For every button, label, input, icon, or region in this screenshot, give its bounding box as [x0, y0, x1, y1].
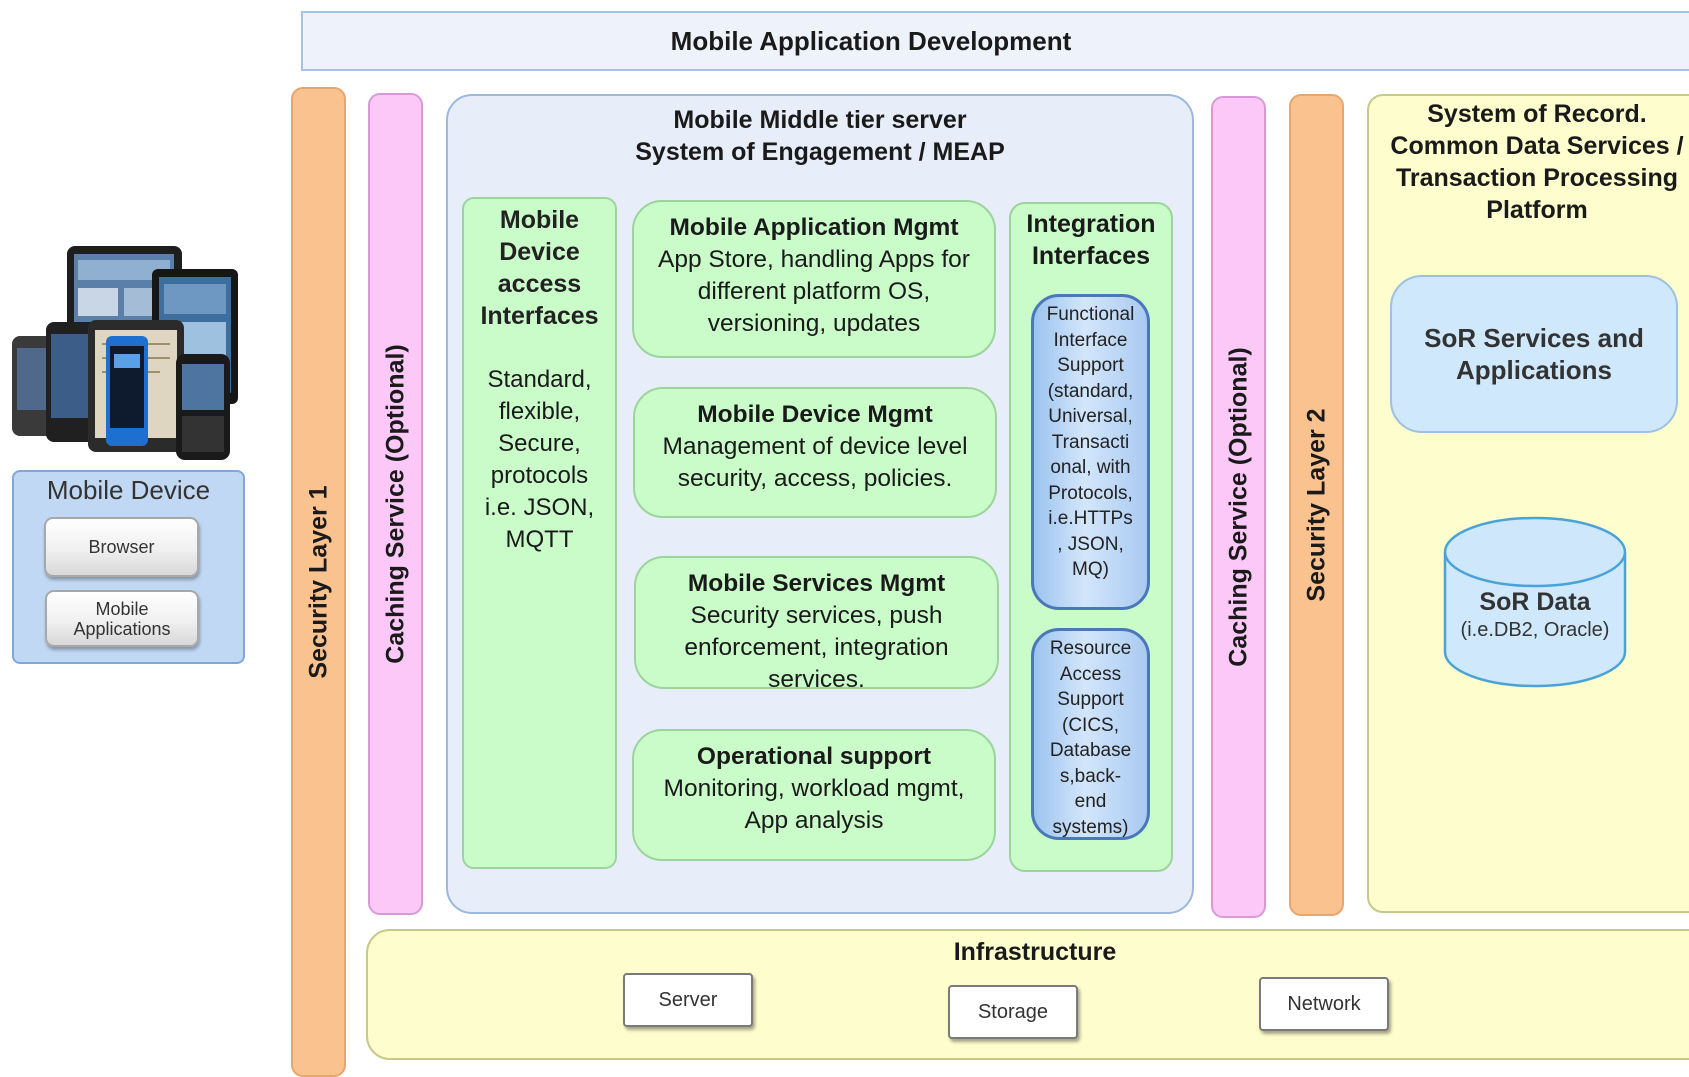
sor-services-and-applications: SoR Services and Applications — [1390, 275, 1678, 433]
pill-line: Interface — [1053, 329, 1128, 351]
mgmt-line: App Store, handling Apps for — [658, 246, 970, 273]
access-body-line: protocols — [490, 462, 589, 489]
pill-line: Resource — [1049, 638, 1132, 659]
storage-box: Storage — [948, 985, 1078, 1039]
caching-service-right-label: Caching Service (Optional) — [1224, 347, 1252, 667]
banner-title: Mobile Application Development — [670, 25, 1072, 56]
sor-title-line: Transaction Processing — [1395, 164, 1679, 192]
caching-service-left-label: Caching Service (Optional) — [381, 344, 409, 664]
security-layer-2-label: Security Layer 2 — [1302, 408, 1330, 602]
caching-service-left: Caching Service (Optional) — [368, 93, 423, 915]
system-of-record — [1367, 94, 1689, 913]
functional-interface-support: Functional Interface Support (standard, … — [1031, 294, 1150, 610]
integration-title-line: Interfaces — [1031, 242, 1151, 270]
access-title-line: Mobile — [499, 206, 580, 234]
mobile-applications-box: Mobile Applications — [45, 590, 199, 647]
browser-box: Browser — [44, 517, 199, 577]
operational-support: Operational support Monitoring, workload… — [632, 729, 996, 861]
pill-line: Access — [1059, 663, 1122, 685]
middle-tier-title-line2: System of Engagement / MEAP — [635, 138, 1005, 166]
pill-line: (standard, — [1047, 380, 1134, 402]
security-layer-1-label: Security Layer 1 — [304, 485, 332, 679]
apps-line: Mobile — [95, 598, 149, 619]
mgmt-line: versioning, updates — [707, 310, 921, 337]
pill-line: onal, with — [1050, 457, 1131, 478]
mobile-device-title: Mobile Device — [46, 475, 211, 505]
mgmt-line: services. — [768, 666, 865, 693]
mobile-device-mgmt: Mobile Device Mgmt Management of device … — [633, 387, 997, 518]
sor-data-sub: (i.e.DB2, Oracle) — [1460, 619, 1610, 641]
access-body-line: Standard, — [487, 366, 592, 393]
mgmt-title: Mobile Application Mgmt — [669, 214, 959, 241]
infrastructure-title: Infrastructure — [953, 938, 1117, 966]
pill-line: systems) — [1052, 816, 1129, 838]
access-interfaces-body: Standard, flexible, Secure, protocols i.… — [462, 364, 617, 556]
banner: Mobile Application Development — [301, 11, 1689, 71]
pill-line: Protocols, — [1048, 482, 1133, 504]
mgmt-line: security, access, policies. — [677, 465, 953, 492]
access-body-line: Secure, — [498, 430, 581, 457]
pill-line: MQ) — [1072, 559, 1109, 580]
database-cylinder-icon — [1443, 516, 1627, 688]
pill-line: Support — [1057, 689, 1124, 710]
sor-data: SoR Data (i.e.DB2, Oracle) — [1440, 588, 1630, 642]
middle-tier-title-line1: Mobile Middle tier server — [673, 106, 967, 134]
mobile-application-mgmt: Mobile Application Mgmt App Store, handl… — [632, 200, 996, 358]
device-access-interfaces — [462, 197, 617, 869]
sor-services-line: Applications — [1455, 355, 1612, 385]
integration-title-line: Integration — [1026, 210, 1156, 238]
mgmt-title: Mobile Device Mgmt — [697, 401, 933, 428]
access-title-line: access — [497, 270, 582, 298]
access-body-line: MQTT — [505, 526, 574, 553]
system-of-record-title: System of Record. Common Data Services /… — [1367, 98, 1689, 226]
resource-access-support: Resource Access Support (CICS, Database … — [1031, 628, 1150, 840]
access-title-line: Interfaces — [480, 302, 599, 330]
sor-services-line: SoR Services and — [1424, 323, 1644, 353]
pill-line: s,back- — [1059, 765, 1122, 787]
pill-line: Support — [1057, 355, 1124, 376]
pill-line: , JSON, — [1057, 533, 1124, 555]
sor-title-line: Common Data Services / — [1390, 132, 1684, 160]
mgmt-line: Security services, push — [690, 602, 943, 629]
pill-line: (CICS, — [1062, 714, 1119, 736]
integration-interfaces-title: Integration Interfaces — [1009, 208, 1173, 272]
mgmt-line: Monitoring, workload mgmt, — [663, 775, 965, 802]
apps-line: Applications — [73, 618, 171, 639]
pill-line: Universal, — [1048, 406, 1133, 427]
security-layer-2: Security Layer 2 — [1289, 94, 1344, 916]
pill-line: Transacti — [1051, 431, 1130, 453]
mgmt-line: Management of device level — [662, 433, 968, 460]
mobile-services-mgmt: Mobile Services Mgmt Security services, … — [634, 556, 999, 693]
security-layer-1: Security Layer 1 — [291, 87, 346, 1077]
middle-tier-title: Mobile Middle tier server System of Enga… — [560, 104, 1080, 168]
access-title-line: Device — [499, 238, 580, 266]
network-box: Network — [1259, 977, 1389, 1031]
pill-line: i.e.HTTPs — [1048, 508, 1133, 529]
caching-service-right: Caching Service (Optional) — [1211, 96, 1266, 918]
mobile-devices-icon — [12, 246, 238, 460]
mgmt-line: App analysis — [744, 807, 884, 834]
access-body-line: flexible, — [498, 398, 581, 425]
sor-title-line: System of Record. — [1427, 100, 1647, 128]
pill-line: Database — [1049, 740, 1132, 761]
sor-title-line: Platform — [1486, 196, 1588, 224]
mgmt-line: enforcement, integration — [684, 634, 949, 661]
mgmt-title: Operational support — [696, 743, 932, 770]
sor-data-label: SoR Data — [1479, 588, 1591, 616]
access-body-line: i.e. JSON, — [484, 494, 595, 521]
access-interfaces-title: Mobile Device access Interfaces — [462, 204, 617, 332]
server-box: Server — [623, 973, 753, 1027]
pill-line: Functional — [1046, 304, 1135, 325]
pill-line: end — [1074, 791, 1107, 812]
mgmt-line: different platform OS, — [697, 278, 931, 305]
mgmt-title: Mobile Services Mgmt — [687, 570, 946, 597]
